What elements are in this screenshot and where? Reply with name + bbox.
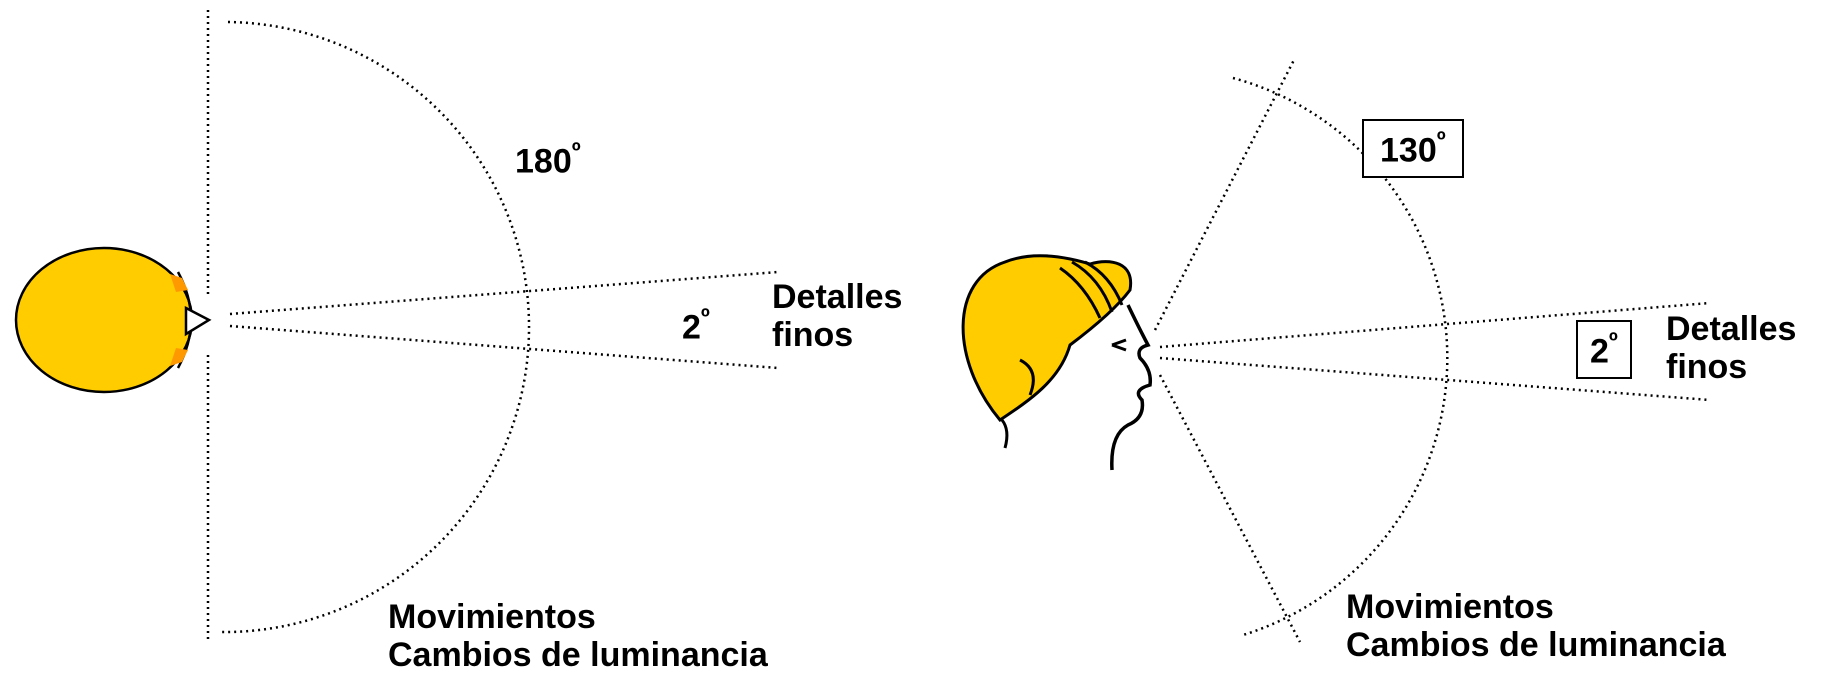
detail-label-line: finos xyxy=(1666,348,1748,387)
degree-symbol: º xyxy=(1436,127,1446,154)
detail-label: Detalles finos xyxy=(1666,310,1796,387)
head-top-view-icon xyxy=(14,246,212,394)
narrow-angle-label: 2º xyxy=(1576,320,1632,379)
periphery-label-line: Cambios de luminancia xyxy=(1346,626,1726,665)
face-profile-line xyxy=(1110,304,1153,471)
angle-value: 2 xyxy=(1590,332,1609,371)
foveal-ray xyxy=(1159,356,1711,402)
vertical-limit-ray xyxy=(1158,374,1302,643)
angle-value: 2 xyxy=(682,308,701,347)
wide-angle-label: 130º xyxy=(1362,119,1464,178)
peripheral-field-arc xyxy=(219,20,531,634)
head-profile-icon xyxy=(961,254,1153,471)
detail-label-line: finos xyxy=(772,316,854,355)
angle-value: 130 xyxy=(1380,131,1437,170)
periphery-label: Movimientos Cambios de luminancia xyxy=(388,598,768,675)
narrow-angle-label: 2º xyxy=(682,304,710,347)
angle-value: 180 xyxy=(515,142,572,181)
peripheral-field-arc xyxy=(1232,76,1449,637)
vertical-limit-ray xyxy=(1153,57,1297,331)
nose-icon xyxy=(184,305,212,337)
periphery-label-line: Movimientos xyxy=(1346,588,1554,626)
hair-icon xyxy=(961,254,1133,422)
foveal-ray xyxy=(229,324,779,370)
side-view-figure xyxy=(961,57,1711,643)
foveal-ray xyxy=(229,270,779,316)
foveal-ray xyxy=(1159,301,1711,349)
periphery-label: Movimientos Cambios de luminancia xyxy=(1346,588,1726,665)
periphery-label-line: Movimientos xyxy=(388,598,596,636)
detail-label: Detalles finos xyxy=(772,278,902,355)
ear-icon xyxy=(170,348,188,366)
degree-symbol: º xyxy=(571,138,581,165)
degree-symbol: º xyxy=(700,304,710,331)
detail-label-line: Detalles xyxy=(772,278,903,316)
degree-symbol: º xyxy=(1608,328,1618,355)
periphery-label-line: Cambios de luminancia xyxy=(388,636,768,675)
ear-icon xyxy=(1019,358,1035,396)
eye-icon xyxy=(1111,338,1127,352)
detail-label-line: Detalles xyxy=(1666,310,1797,348)
ear-icon xyxy=(170,274,188,292)
top-view-figure xyxy=(14,10,779,642)
wide-angle-label: 180º xyxy=(515,138,581,181)
